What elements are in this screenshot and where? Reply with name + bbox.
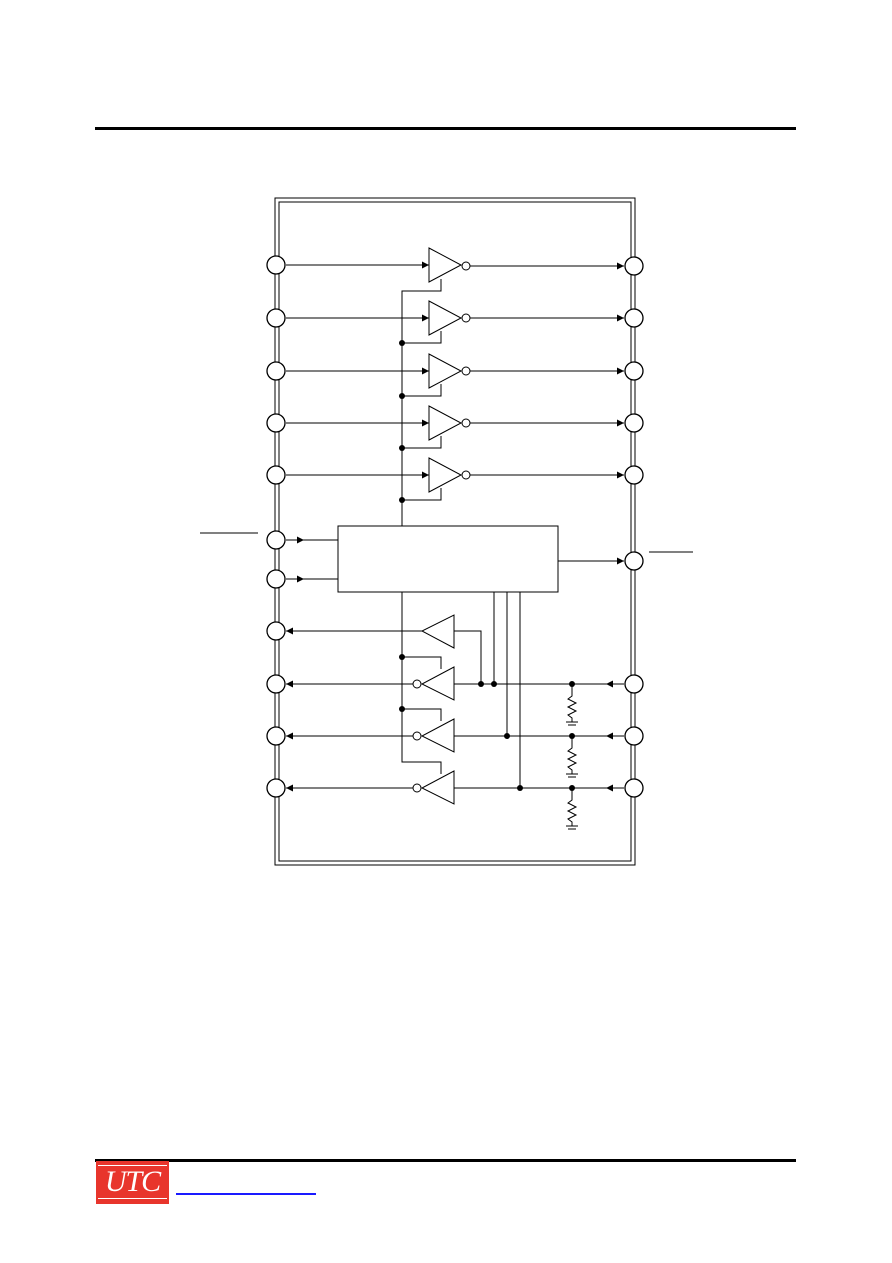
enable-bus-bottom (399, 592, 442, 774)
pin (266, 465, 286, 485)
footer-rule (95, 1159, 796, 1162)
pin (624, 361, 644, 381)
pin (266, 674, 286, 694)
inverter-4 (286, 405, 624, 441)
utc-logo: UTC (96, 1161, 169, 1204)
control-taps (493, 592, 521, 788)
pin (266, 255, 286, 275)
pin (266, 569, 286, 589)
pin (266, 726, 286, 746)
pin (624, 256, 644, 276)
pin (266, 308, 286, 328)
control-block (337, 525, 559, 593)
pin (624, 465, 644, 485)
pin (624, 308, 644, 328)
pin (624, 778, 644, 798)
inverter-1 (286, 247, 624, 283)
buffer-2 (286, 666, 624, 701)
pin (624, 674, 644, 694)
footer-link-underline[interactable] (176, 1193, 316, 1195)
left-pins (266, 255, 286, 798)
pin (624, 726, 644, 746)
resistor-2 (566, 733, 578, 778)
pin (266, 778, 286, 798)
pin (266, 621, 286, 641)
logo-text: UTC (104, 1165, 161, 1198)
resistor-3 (566, 785, 578, 830)
inverter-5 (286, 457, 624, 493)
pull-down-resistors (566, 681, 578, 830)
inverter-2 (286, 300, 624, 336)
resistor-1 (566, 681, 578, 726)
buffer-4 (286, 770, 624, 805)
right-pins (624, 256, 644, 798)
pin (266, 361, 286, 381)
enable-bus-top (399, 279, 442, 526)
pin (624, 551, 644, 571)
inverter-3 (286, 353, 624, 389)
pin (266, 413, 286, 433)
header-rule (95, 127, 796, 130)
buffer-3 (286, 718, 624, 753)
output-buffers (286, 614, 624, 805)
input-inverters (286, 247, 624, 493)
buffer-1 (286, 614, 482, 684)
pin (266, 530, 286, 550)
pin (624, 413, 644, 433)
